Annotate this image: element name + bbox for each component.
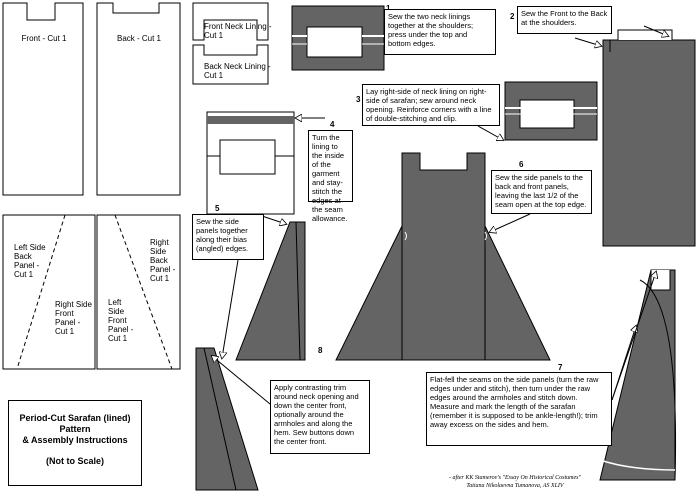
front-pattern-piece bbox=[2, 2, 84, 196]
step-8-number: 8 bbox=[318, 346, 323, 355]
step8-garment bbox=[195, 347, 259, 491]
right-side-back-label: Right Side Back Panel - Cut 1 bbox=[150, 238, 176, 283]
back-label: Back - Cut 1 bbox=[116, 34, 161, 43]
left-side-front-label: Left Side Front Panel - Cut 1 bbox=[108, 298, 134, 343]
title-line-3: (Not to Scale) bbox=[45, 456, 104, 466]
back-pattern-piece bbox=[96, 2, 181, 196]
step-6-number: 6 bbox=[519, 160, 524, 169]
credit-line-1: - after KK Stamerov's "Essay On Historic… bbox=[449, 475, 581, 481]
step-2-text: Sew the Front to the Back at the shoulde… bbox=[517, 6, 612, 34]
front-neck-lining-label: Front Neck Lining - Cut 1 bbox=[204, 22, 272, 40]
left-side-back-label: Left Side Back Panel - Cut 1 bbox=[14, 243, 46, 279]
title-line-2: & Assembly Instructions bbox=[22, 435, 128, 445]
title-box: Period-Cut Sarafan (lined) Pattern & Ass… bbox=[8, 400, 142, 486]
credit-line-2: Tatiana Nikolaevna Tumanova, AS XLIV bbox=[466, 483, 564, 489]
front-neck-lining-piece bbox=[192, 2, 269, 41]
front-label: Front - Cut 1 bbox=[21, 34, 67, 43]
left-side-back-front-piece bbox=[2, 214, 96, 370]
step-6-text: Sew the side panels to the back and fron… bbox=[491, 170, 592, 214]
step2-garment bbox=[602, 39, 696, 247]
step-1-number: 1 bbox=[386, 4, 390, 13]
step-3-text: Lay right-side of neck lining on right-s… bbox=[362, 84, 500, 126]
step-4-number: 4 bbox=[330, 120, 335, 129]
step-7-text: Flat-fell the seams on the side panels (… bbox=[426, 372, 612, 446]
step-1-text: Sew the two neck linings together at the… bbox=[384, 9, 496, 55]
step-5-number: 5 bbox=[215, 204, 220, 213]
step-3-number: 3 bbox=[356, 95, 361, 104]
title-line-1: Period-Cut Sarafan (lined) Pattern bbox=[19, 413, 131, 434]
step-2-number: 2 bbox=[510, 12, 515, 21]
step-8-text: Apply contrasting trim around neck openi… bbox=[270, 380, 370, 454]
back-neck-lining-piece bbox=[192, 44, 269, 85]
step5-side-panels bbox=[235, 221, 306, 361]
step-5-text: Sew the side panels together along their… bbox=[192, 214, 264, 260]
right-side-back-front-piece bbox=[96, 214, 181, 370]
step-4-text: Turn the lining to the inside of the gar… bbox=[308, 130, 353, 223]
right-side-front-label: Right Side Front Panel - Cut 1 bbox=[55, 300, 92, 336]
back-neck-lining-label: Back Neck Lining - Cut 1 bbox=[204, 62, 271, 80]
step-7-number: 7 bbox=[558, 363, 563, 372]
step6-garment bbox=[335, 152, 551, 361]
